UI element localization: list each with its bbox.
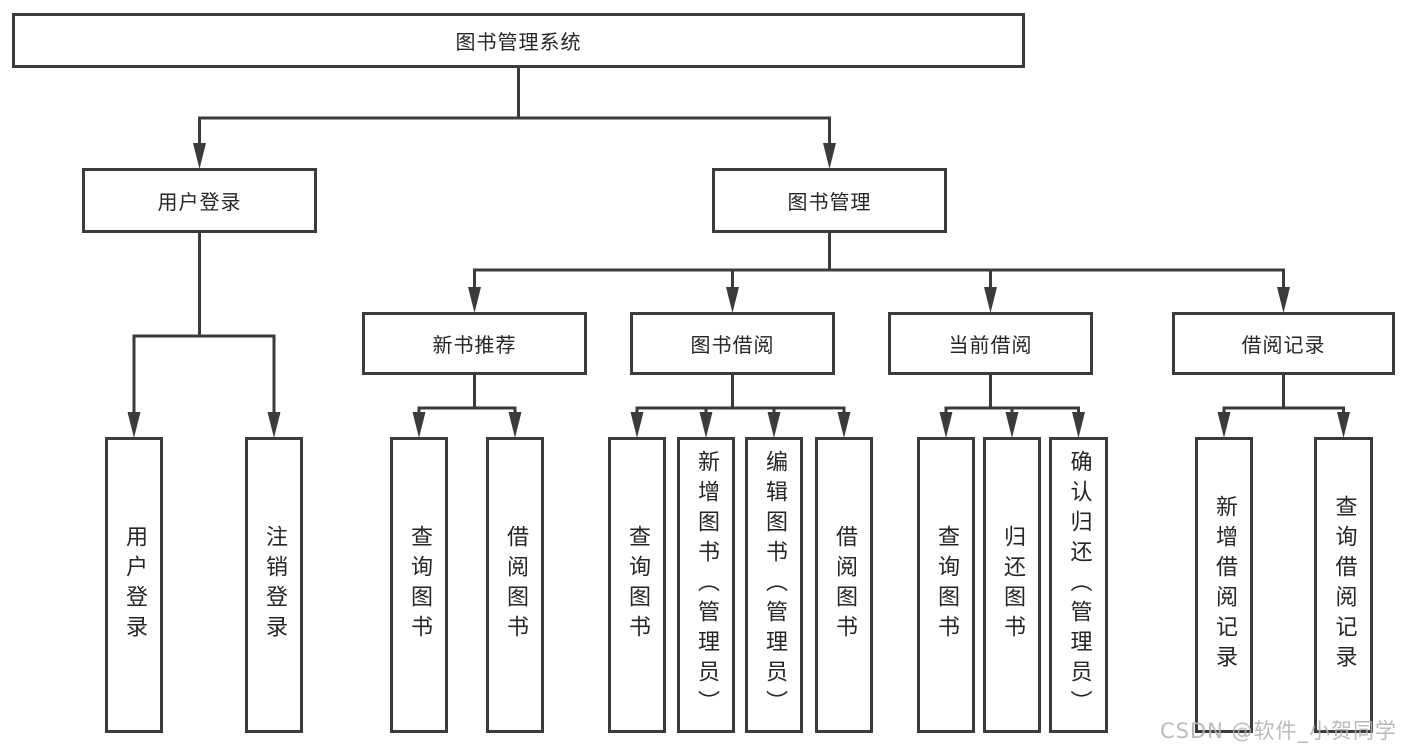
arrowhead-leaf-logout (267, 412, 281, 438)
arrowhead-branch-user-login (193, 143, 206, 169)
node-label-leaf-query-book-1: 查询图书 (407, 525, 432, 645)
node-label-branch-user-login: 用户登录 (157, 190, 242, 214)
node-label-leaf-edit-book-admin: 编辑图书（管理员） (762, 450, 787, 720)
node-label-leaf-confirm-return-admin: 确认归还（管理员） (1066, 450, 1092, 720)
node-label-branch-book-mgmt: 图书管理 (787, 190, 872, 214)
node-label-leaf-user-login: 用户登录 (122, 525, 147, 645)
node-leaf-query-book-1: 查询图书 (390, 437, 448, 733)
arrowhead-leaf-query-book-1 (412, 412, 426, 438)
node-leaf-add-borrow-record: 新增借阅记录 (1195, 437, 1253, 733)
node-label-leaf-logout: 注销登录 (262, 525, 287, 645)
arrowhead-branch-new-book-rec (468, 287, 481, 313)
node-leaf-confirm-return-admin: 确认归还（管理员） (1049, 437, 1108, 733)
node-leaf-borrow-book-1: 借阅图书 (486, 437, 544, 733)
arrowhead-leaf-edit-book-admin (767, 412, 781, 438)
arrowhead-branch-book-borrow (726, 287, 739, 313)
arrowhead-leaf-user-login (127, 412, 141, 438)
node-leaf-query-book-2: 查询图书 (608, 437, 666, 733)
node-label-leaf-query-book-3: 查询图书 (934, 525, 959, 645)
arrowhead-leaf-confirm-return-admin (1072, 412, 1085, 438)
node-label-leaf-return-book: 归还图书 (1000, 525, 1025, 645)
node-leaf-user-login: 用户登录 (105, 437, 163, 733)
node-label-leaf-add-book-admin: 新增图书（管理员） (694, 450, 719, 720)
node-label-branch-current-borrow: 当前借阅 (948, 333, 1033, 357)
arrowhead-leaf-return-book (1005, 412, 1019, 438)
node-label-branch-new-book-rec: 新书推荐 (432, 333, 517, 357)
node-leaf-edit-book-admin: 编辑图书（管理员） (745, 437, 803, 733)
arrowhead-branch-borrow-record (1277, 287, 1290, 313)
node-leaf-logout: 注销登录 (245, 437, 303, 733)
node-leaf-query-book-3: 查询图书 (917, 437, 975, 733)
arrowhead-leaf-add-book-admin (699, 412, 713, 438)
arrowhead-leaf-query-book-2 (630, 412, 644, 438)
node-leaf-borrow-book-2: 借阅图书 (815, 437, 873, 733)
node-label-leaf-query-borrow-record: 查询借阅记录 (1331, 495, 1357, 675)
arrowhead-leaf-borrow-book-2 (837, 412, 851, 438)
arrowhead-leaf-add-borrow-record (1217, 412, 1231, 438)
node-leaf-return-book: 归还图书 (983, 437, 1041, 733)
node-label-leaf-borrow-book-1: 借阅图书 (503, 525, 528, 645)
node-branch-user-login: 用户登录 (82, 168, 317, 233)
node-leaf-add-book-admin: 新增图书（管理员） (677, 437, 735, 733)
node-branch-new-book-rec: 新书推荐 (362, 312, 587, 375)
arrowhead-branch-book-mgmt (823, 143, 836, 169)
node-label-branch-book-borrow: 图书借阅 (690, 333, 775, 357)
node-branch-borrow-record: 借阅记录 (1172, 312, 1395, 375)
node-branch-current-borrow: 当前借阅 (888, 312, 1093, 375)
arrowhead-branch-current-borrow (984, 287, 997, 313)
arrowhead-leaf-query-borrow-record (1337, 412, 1350, 438)
node-label-branch-borrow-record: 借阅记录 (1241, 333, 1326, 357)
node-branch-book-borrow: 图书借阅 (630, 312, 835, 375)
node-root-system: 图书管理系统 (12, 13, 1025, 68)
arrowhead-leaf-query-book-3 (939, 412, 953, 438)
arrowhead-leaf-borrow-book-1 (508, 412, 522, 438)
node-label-leaf-borrow-book-2: 借阅图书 (832, 525, 857, 645)
node-label-root-system: 图书管理系统 (455, 30, 582, 54)
node-branch-book-mgmt: 图书管理 (712, 168, 947, 233)
node-label-leaf-query-book-2: 查询图书 (625, 525, 650, 645)
node-label-leaf-add-borrow-record: 新增借阅记录 (1212, 495, 1237, 675)
node-leaf-query-borrow-record: 查询借阅记录 (1314, 437, 1373, 733)
